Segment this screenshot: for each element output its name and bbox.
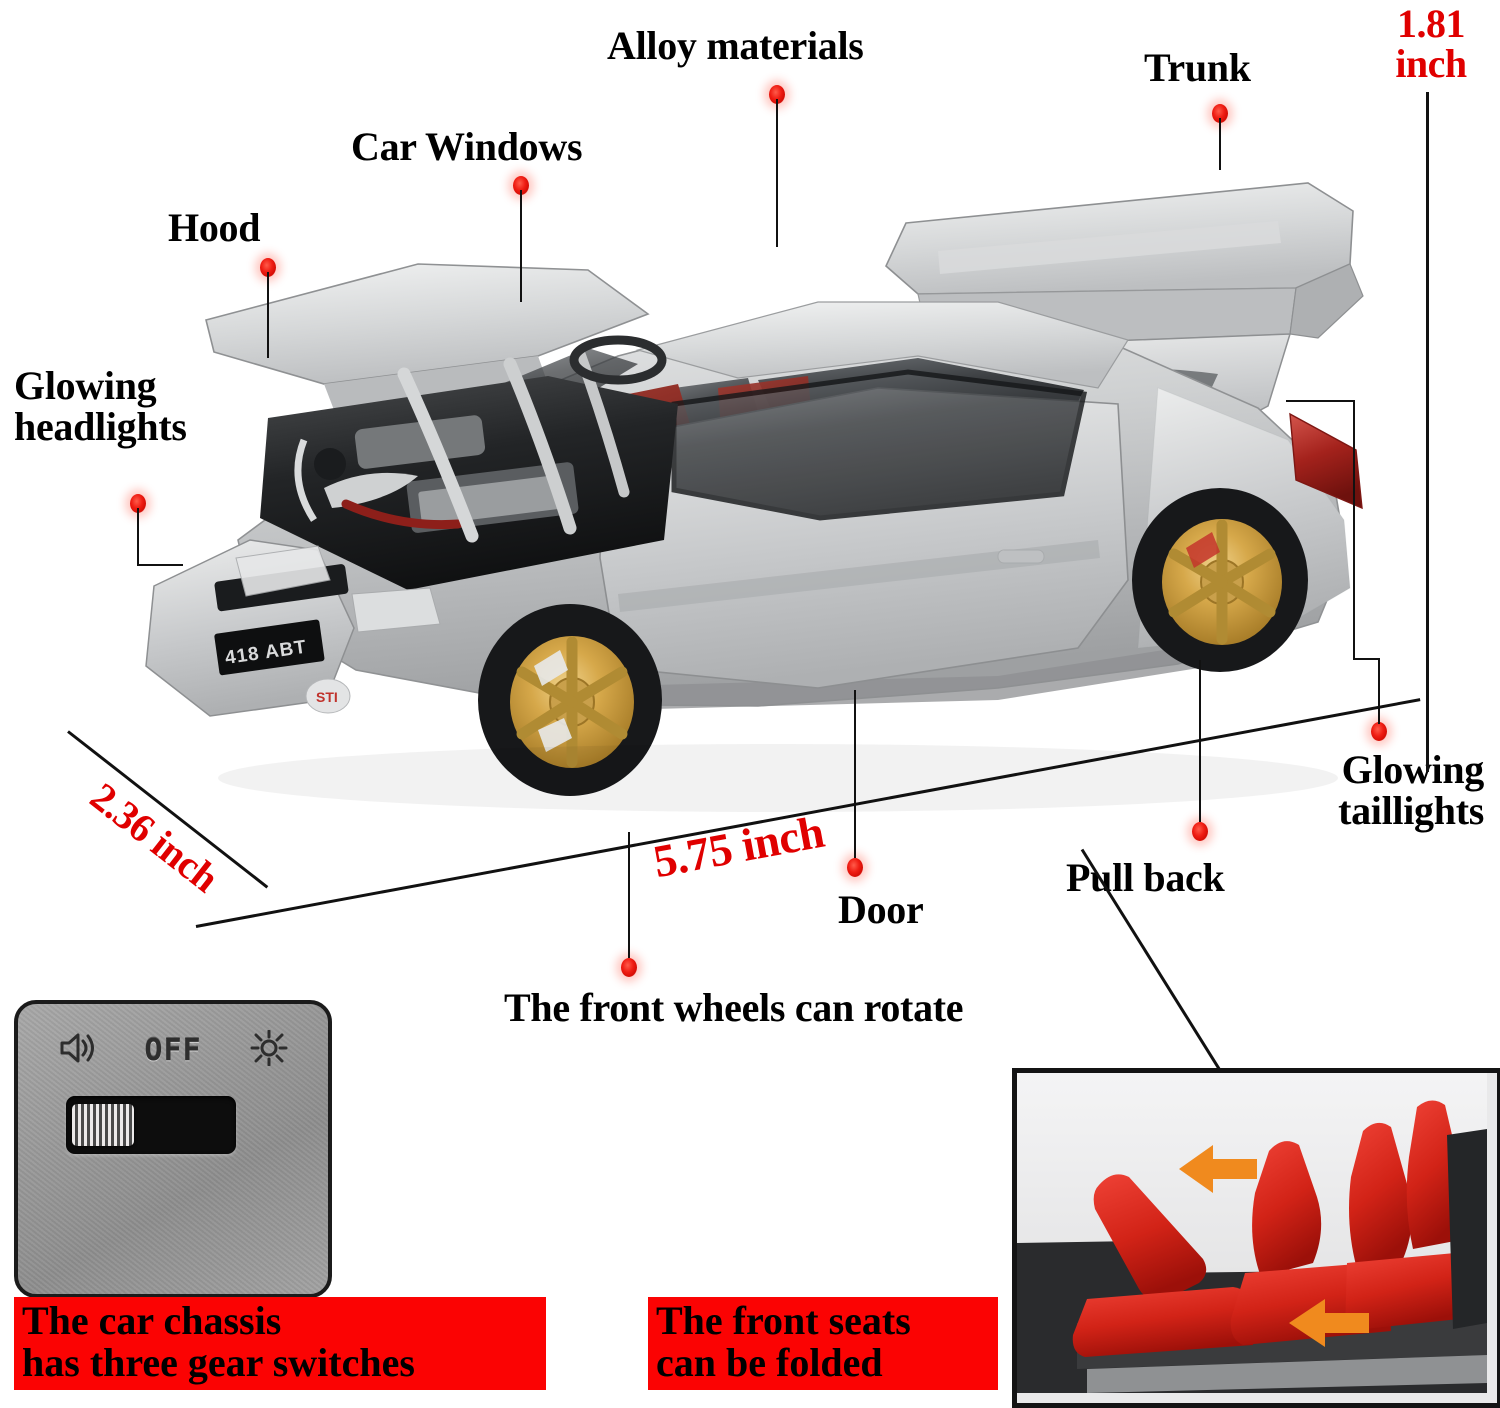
callout-label-alloy-materials: Alloy materials: [607, 23, 864, 68]
callout-label-glowing-taillights: Glowing taillights: [1338, 747, 1484, 833]
seat-rear: [1345, 1100, 1463, 1331]
leader-glowing-taillights-v: [1378, 660, 1380, 724]
fold-arrow-upper: [1179, 1145, 1257, 1193]
callout-label-glowing-headlights: Glowing headlights: [14, 363, 187, 449]
caption-folding-seats: The front seats can be folded: [648, 1297, 998, 1390]
gear-switch-knob[interactable]: [72, 1104, 134, 1146]
product-photo-car: 418 ABT STI: [118, 88, 1388, 848]
leader-glowing-headlights-v: [137, 508, 139, 566]
leader-taillight-tap: [1286, 400, 1355, 402]
seat-folded: [1072, 1174, 1253, 1357]
leader-hood: [267, 272, 269, 358]
open-hood: [205, 263, 650, 410]
gear-switch-icon-row: OFF: [18, 1026, 328, 1074]
gear-switch-track[interactable]: [66, 1096, 236, 1154]
callout-label-door: Door: [838, 887, 924, 932]
headlight: [235, 545, 331, 597]
dimension-height-line: [1426, 92, 1429, 772]
car-illustration: 418 ABT STI: [145, 182, 1364, 812]
light-bulb-icon-svg: [250, 1029, 288, 1066]
front-end: 418 ABT STI: [145, 539, 441, 717]
speaker-icon-svg: [60, 1033, 95, 1062]
taillight: [1289, 412, 1363, 510]
callout-label-hood: Hood: [168, 205, 261, 250]
marker-glowing-headlights: [130, 494, 146, 513]
leader-glowing-taillights-up: [1353, 400, 1355, 660]
dimension-height-label: 1.81 inch: [1395, 1, 1467, 86]
leader-car-windows: [520, 190, 522, 302]
marker-trunk: [1212, 104, 1228, 123]
leader-door: [854, 690, 856, 858]
marker-pull-back: [1192, 822, 1208, 841]
steering-wheel: [569, 335, 667, 385]
light-bulb-icon: [250, 1029, 288, 1071]
callout-label-car-windows: Car Windows: [351, 124, 583, 169]
fold-arrow-lower: [1289, 1299, 1369, 1347]
leader-glowing-headlights-h: [137, 564, 183, 566]
marker-front-wheels: [621, 958, 637, 977]
rear-spoiler: [885, 182, 1364, 349]
leader-trunk: [1219, 118, 1221, 170]
marker-alloy-materials: [769, 85, 785, 104]
marker-glowing-taillights: [1371, 722, 1387, 741]
svg-text:STI: STI: [316, 689, 338, 705]
leader-glowing-taillights-h: [1353, 658, 1380, 660]
folding-seats-illustration: [1017, 1073, 1487, 1393]
leader-alloy-materials: [776, 99, 778, 247]
open-door: [599, 369, 1129, 689]
license-plate: [214, 619, 325, 676]
marker-car-windows: [513, 176, 529, 195]
callout-label-front-wheels: The front wheels can rotate: [504, 985, 964, 1030]
leader-front-wheels: [628, 832, 630, 958]
speaker-icon: [58, 1031, 96, 1070]
engine-bay: [260, 376, 678, 590]
front-wheel: [478, 604, 662, 796]
feature-photo-folding-seats: [1012, 1068, 1500, 1408]
marker-hood: [260, 258, 276, 277]
callout-label-trunk: Trunk: [1144, 45, 1251, 90]
caption-gear-switch: The car chassis has three gear switches: [14, 1297, 546, 1390]
marker-door: [847, 858, 863, 877]
rear-wheel: [1132, 488, 1308, 672]
gear-switch-off-label: OFF: [144, 1032, 202, 1068]
feature-photo-gear-switch: OFF: [14, 1000, 332, 1298]
